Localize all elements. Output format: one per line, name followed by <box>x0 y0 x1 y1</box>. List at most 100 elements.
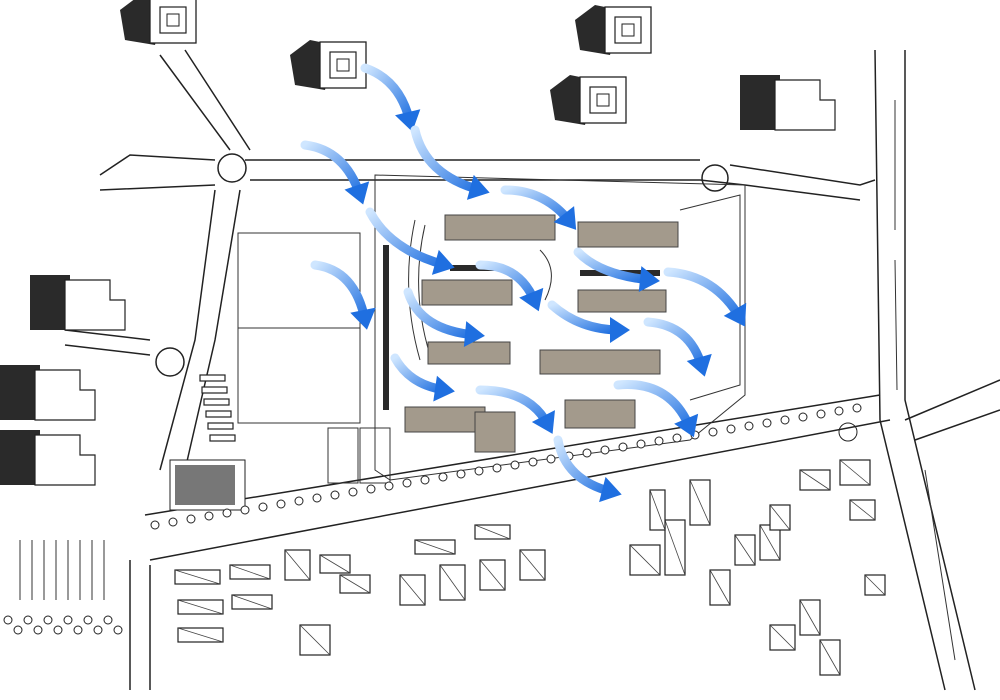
roof-ridge <box>474 524 511 540</box>
wind-arrow-head <box>674 413 699 438</box>
tree <box>546 454 556 464</box>
tree <box>23 615 33 625</box>
house <box>299 624 331 656</box>
villa-shadow <box>740 75 780 130</box>
roof-ridge <box>849 499 876 521</box>
roof-ridge <box>689 479 711 526</box>
villa-outline <box>34 369 96 421</box>
road-west <box>159 189 241 471</box>
campus-buildings <box>404 214 679 453</box>
roof-ridge <box>174 569 221 585</box>
tree <box>834 406 844 416</box>
house <box>864 574 886 596</box>
tree <box>276 499 286 509</box>
roof-ridge <box>629 544 661 576</box>
roof-ridge <box>799 599 821 636</box>
wind-arrow-shaft <box>613 380 695 433</box>
house <box>399 574 426 606</box>
roof-ridge <box>864 574 886 596</box>
wind-arrow-icon <box>300 140 370 205</box>
tree <box>222 508 232 518</box>
wind-arrow-icon <box>360 63 421 132</box>
terrace-unit <box>199 374 226 382</box>
wind-arrow-head <box>553 206 577 230</box>
building-block <box>404 406 486 433</box>
wind-arrow-icon <box>547 300 630 343</box>
villa <box>0 430 96 486</box>
residential-tower <box>290 40 367 90</box>
trees <box>3 403 862 635</box>
building-block <box>474 411 516 453</box>
houses <box>19 374 886 676</box>
building-shadow <box>450 265 500 271</box>
roof-ridge <box>439 564 466 601</box>
roundabout-3 <box>701 164 729 192</box>
house <box>799 599 821 636</box>
wind-arrow-icon <box>553 435 622 503</box>
villa <box>740 75 836 131</box>
road-diagonal-nw <box>159 49 251 151</box>
tree <box>852 403 862 413</box>
tower-inner <box>621 23 635 37</box>
building-block <box>427 341 511 365</box>
wind-arrow-shaft <box>663 267 745 323</box>
house <box>439 564 466 601</box>
villa-shadow <box>30 275 70 330</box>
tree <box>816 409 826 419</box>
wind-arrow-head <box>599 476 622 503</box>
tower-inner <box>166 13 180 27</box>
road-southwest <box>129 560 151 690</box>
house <box>414 539 456 555</box>
roof-ridge <box>519 549 546 581</box>
wind-arrow-icon <box>500 185 577 230</box>
east-landscape <box>679 194 741 401</box>
roads <box>64 49 1000 691</box>
tree <box>636 439 646 449</box>
roof-ridge <box>319 554 351 574</box>
wind-arrow-icon <box>310 260 376 330</box>
tower-inner <box>336 58 350 72</box>
roof-ridge <box>399 574 426 606</box>
terrace-unit <box>205 410 232 418</box>
house <box>839 459 871 486</box>
tower-inner <box>596 93 610 107</box>
tower-outline <box>149 0 197 44</box>
tree <box>168 517 178 527</box>
tree <box>83 615 93 625</box>
playground-surface <box>175 465 235 505</box>
roundabout-1 <box>217 153 247 183</box>
residential-tower <box>550 75 627 125</box>
tree <box>618 442 628 452</box>
wind-arrow-icon <box>410 125 490 200</box>
tree <box>492 463 502 473</box>
tree <box>726 424 736 434</box>
villa-shadow <box>0 430 40 485</box>
wind-arrow-head <box>431 249 455 275</box>
road-east-branch <box>904 379 1000 441</box>
wind-arrow-shaft <box>365 207 450 270</box>
wind-arrow-icon <box>475 260 544 312</box>
roof-ridge <box>414 539 456 555</box>
roof-ridge <box>177 627 224 643</box>
house <box>819 639 841 676</box>
house <box>231 594 273 610</box>
tower-outline <box>604 6 652 54</box>
house <box>519 549 546 581</box>
tree <box>93 625 103 635</box>
roof-ridge <box>339 574 371 594</box>
roof-ridge <box>284 549 311 581</box>
roof-ridge <box>759 524 781 561</box>
tree <box>150 520 160 530</box>
tree <box>13 625 23 635</box>
villa-shadow <box>0 365 40 420</box>
wind-arrow-head <box>723 302 747 327</box>
roof-ridge <box>709 569 731 606</box>
wind-arrow-shaft <box>410 125 485 195</box>
residential-tower <box>120 0 197 45</box>
tree <box>53 625 63 635</box>
roof-ridge <box>769 504 791 531</box>
roundabout-2 <box>155 347 185 377</box>
house <box>664 519 686 576</box>
tower-outline <box>579 76 627 124</box>
site-wall <box>383 245 389 410</box>
